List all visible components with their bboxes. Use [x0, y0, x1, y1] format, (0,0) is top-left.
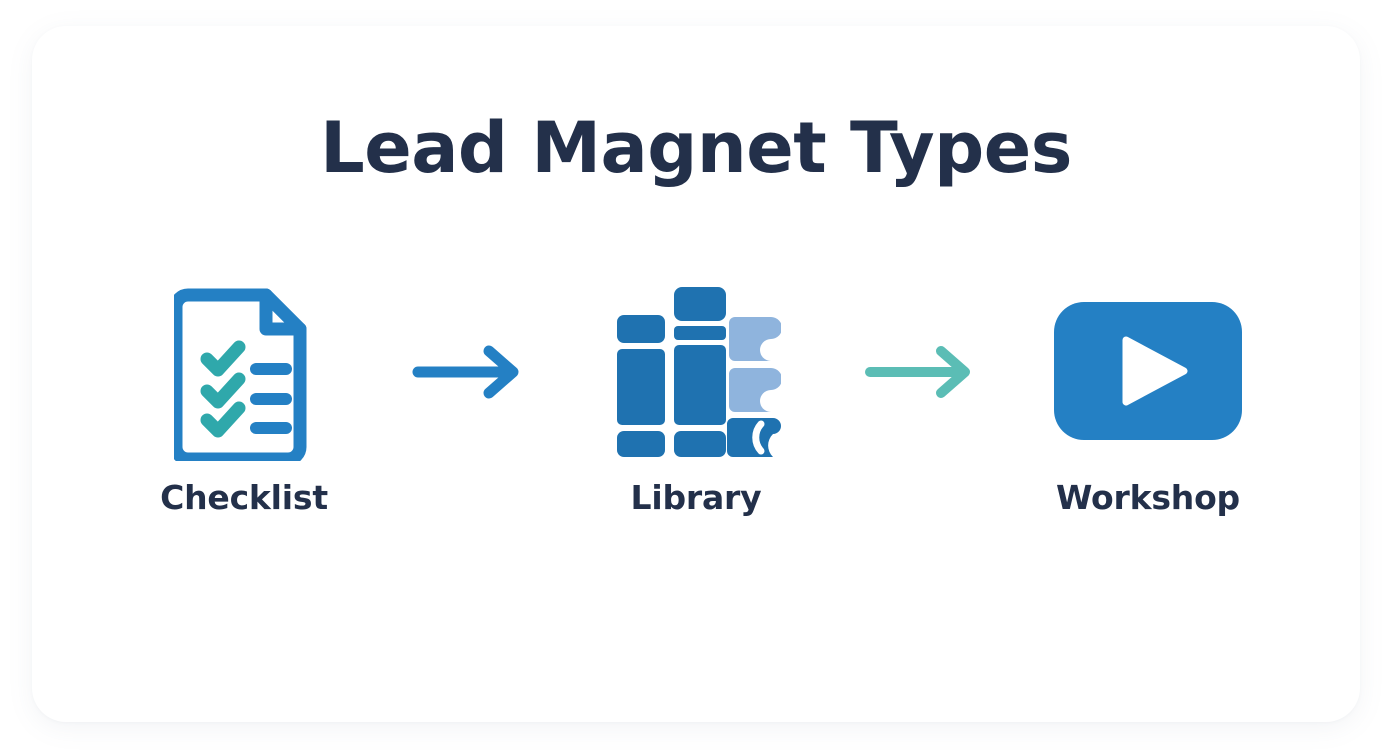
- flow-step-label-library: Library: [630, 478, 762, 517]
- content-card: Lead Magnet Types: [32, 26, 1360, 722]
- flow-step-checklist[interactable]: Checklist: [129, 271, 359, 514]
- book-library-icon: [611, 271, 781, 471]
- checklist-document-icon: [174, 271, 314, 471]
- arrow-right-icon: [412, 345, 519, 399]
- flow-step-label-checklist: Checklist: [160, 478, 328, 517]
- flow-connector-2: [811, 271, 1033, 471]
- video-play-icon: [1052, 271, 1244, 471]
- lead-magnet-flow: Checklist: [32, 271, 1360, 571]
- flow-step-workshop[interactable]: Workshop: [1033, 271, 1263, 514]
- flow-step-label-workshop: Workshop: [1056, 478, 1240, 517]
- arrow-right-icon: [865, 346, 970, 398]
- flow-step-library[interactable]: Library: [581, 271, 811, 514]
- page-title: Lead Magnet Types: [320, 107, 1072, 189]
- flow-connector-1: [359, 271, 581, 471]
